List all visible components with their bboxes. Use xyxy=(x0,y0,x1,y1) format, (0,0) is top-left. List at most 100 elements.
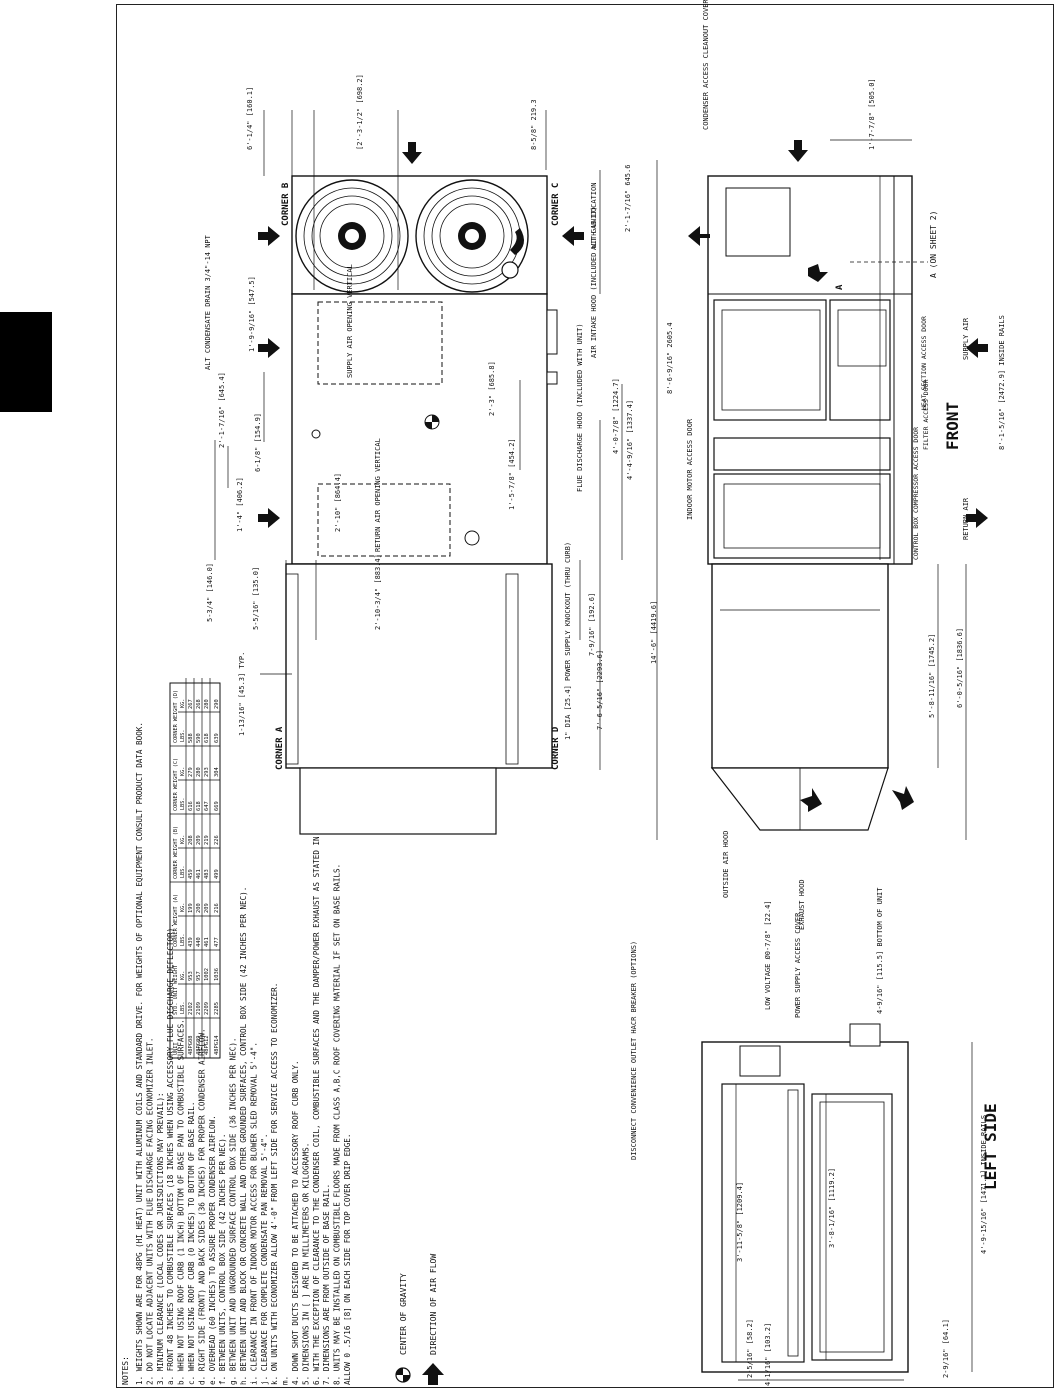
corner-d-label: CORNER D xyxy=(551,726,561,770)
table-header: STD. UNIT WEIGHT xyxy=(173,965,179,1015)
power-knockout-label: 1" DIA [25.4] POWER SUPPLY KNOCKOUT (THR… xyxy=(564,542,572,740)
table-cell: 2209 xyxy=(204,1002,210,1015)
table-cell: 669 xyxy=(214,801,220,811)
table-subheader: LBS. xyxy=(180,798,186,811)
dim-d31: 4-1/16" [103.2] xyxy=(764,1323,772,1386)
condenser-fan-b xyxy=(295,179,409,293)
table-subheader: KG. xyxy=(180,835,186,844)
dim-d12: 4'-0-7/8" [1224.7] xyxy=(612,378,620,454)
table-header: UNIT xyxy=(173,1043,179,1056)
front-economizer xyxy=(711,563,889,769)
legend-airflow-label: DIRECTION OF AIR FLOW xyxy=(429,1254,438,1355)
note-line: 8. UNITS MAY BE INSTALLED ON COMBUSTIBLE… xyxy=(333,864,342,1385)
dimension-lines-top xyxy=(214,110,658,840)
table-cell: 48PG08 xyxy=(188,1036,194,1055)
table-cell: 957 xyxy=(196,971,202,981)
control-box-label: CONTROL BOX COMPRESSOR ACCESS DOOR xyxy=(912,427,920,560)
legend-cg-label: CENTER OF GRAVITY xyxy=(399,1273,408,1355)
table-cell: 48PG12 xyxy=(204,1036,210,1055)
filter-door xyxy=(713,437,891,471)
dim-d23: 5'-8-11/16" [1745.2] xyxy=(928,634,936,718)
low-voltage-label: LOW VOLTAGE Ø0-7/8" [22.4] xyxy=(764,900,772,1010)
indoor-motor-door xyxy=(713,299,827,421)
drawing-frame xyxy=(116,4,1054,1388)
table-subheader: LBS. xyxy=(180,866,186,879)
dimension-lines-front xyxy=(830,139,967,840)
table-subheader: KG. xyxy=(180,699,186,708)
notes-heading: NOTES: xyxy=(121,1356,130,1385)
table-cell: 208 xyxy=(188,835,194,845)
main-body xyxy=(291,293,548,565)
left-side-body xyxy=(701,1041,909,1373)
table-cell: 280 xyxy=(196,767,202,777)
dim-d15: 8'-6-9/16" 2605.4 xyxy=(666,322,674,394)
table-cell: 219 xyxy=(204,835,210,845)
note-line: j. CLEARANCE FOR COMPLETE CONDENSATE PAN… xyxy=(260,1134,269,1385)
dim-d27: 4'-9-15/16" [1471.1] INSIDE RAILS xyxy=(980,1115,988,1254)
dim-d19: 2'-10-3/4" [883.4] xyxy=(374,554,382,630)
dim-d30: 2-5/16" [58.2] xyxy=(746,1319,754,1378)
note-line: e. OVERHEAD (60 INCHES) TO ASSURE PROPER… xyxy=(208,1115,217,1385)
notes-legend: CENTER OF GRAVITY DIRECTION OF AIR FLOW xyxy=(395,1254,444,1385)
alt-condensate-drain xyxy=(311,429,321,439)
table-cell: 647 xyxy=(204,801,210,811)
table-cell: 461 xyxy=(196,869,202,879)
air-intake-hood xyxy=(546,309,558,355)
table-cell: 2109 xyxy=(196,1002,202,1015)
table-cell: 216 xyxy=(214,903,220,913)
notes-list: 1. WEIGHTS SHOWN ARE FOR 48PG (HI HEAT) … xyxy=(135,548,352,1385)
condenser-cleanout-cover xyxy=(725,187,791,257)
dim-d24: 6'-0-5/16" [1836.6] xyxy=(956,628,964,708)
power-supply-cover-label: POWER SUPPLY ACCESS COVER xyxy=(794,912,802,1018)
dim-d7: 6-1/8" [154.9] xyxy=(254,413,262,472)
table-subheader: LBS. xyxy=(180,730,186,743)
table-cell: 616 xyxy=(188,801,194,811)
note-line: k. ON UNITS WITH ECONOMIZER ALLOW 4'-0" … xyxy=(270,983,279,1385)
section-a-letter: A xyxy=(835,284,845,290)
airflow-arrow-icon xyxy=(422,1363,444,1385)
corner-a-label: CORNER A xyxy=(275,726,285,770)
notes-block: NOTES: 1. WEIGHTS SHOWN ARE FOR 48PG (HI… xyxy=(121,548,444,1385)
dim-d21: 7'-6-5/16" [2293.6] xyxy=(596,650,604,730)
outside-air-hood-label: OUTSIDE AIR HOOD xyxy=(722,831,730,898)
airflow-arrows-front xyxy=(688,140,988,812)
economizer-section xyxy=(285,563,553,769)
supply-air-opening xyxy=(317,301,443,385)
table-cell: 590 xyxy=(196,733,202,743)
note-line: 2. DO NOT LOCATE ADJACENT UNITS WITH FLU… xyxy=(145,1038,154,1385)
note-line: ALLOW 0 .5/16 [8] ON EACH SIDE FOR TOP C… xyxy=(343,1134,352,1385)
table-cell: 293 xyxy=(204,767,210,777)
note-line: m. xyxy=(281,1376,290,1385)
dim-d4: 1'-7-7/8" [505.0] xyxy=(868,78,876,150)
return-air-label: RETURN AIR xyxy=(962,497,970,540)
note-line: i. CLEARANCE IN FRONT OF INDOOR MOTOR AC… xyxy=(249,1042,258,1385)
table-cell: 226 xyxy=(214,835,220,845)
dim-d25: 1-13/16" [45.3] TYP. xyxy=(238,652,246,736)
table-cell: 1002 xyxy=(204,968,210,981)
table-cell: 279 xyxy=(188,767,194,777)
left-side-view xyxy=(701,1023,973,1381)
table-cell: 618 xyxy=(204,733,210,743)
dim-d6: 2'-1-7/16" [645.4] xyxy=(218,372,226,448)
table-cell: 268 xyxy=(196,699,202,709)
table-cell: 2102 xyxy=(188,1002,194,1015)
power-knockout xyxy=(464,530,480,546)
heat-section-door xyxy=(829,299,891,421)
table-cell: 200 xyxy=(196,903,202,913)
table-header: CORNER WEIGHT (B) xyxy=(173,826,179,879)
note-line: d. RIGHT SIDE (FRONT) AND BACK SIDES (36… xyxy=(197,1028,206,1385)
cg-symbol-icon xyxy=(395,1367,411,1383)
table-cell: 209 xyxy=(204,903,210,913)
disconnect-label: DISCONNECT CONVENIENCE OUTLET HACR BREAK… xyxy=(630,941,638,1160)
table-cell: 618 xyxy=(196,801,202,811)
left-side-lower-panel xyxy=(811,1093,893,1361)
return-air-opening xyxy=(317,483,451,557)
table-cell: 499 xyxy=(214,869,220,879)
airflow-arrows-top xyxy=(258,142,584,528)
flue-hood xyxy=(546,371,558,385)
table-cell: 440 xyxy=(196,937,202,947)
dim-d13: 4'-4-9/16" [1337.4] xyxy=(626,400,634,480)
